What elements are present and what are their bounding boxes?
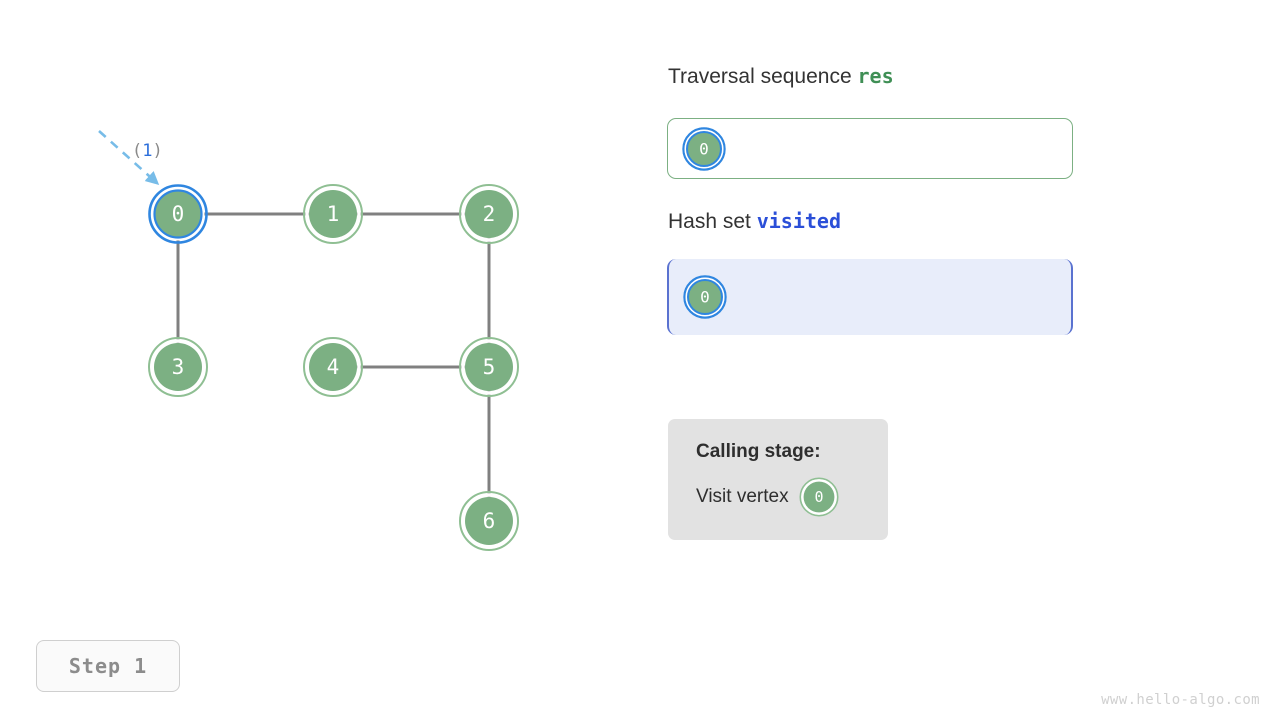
graph-node-1[interactable]: 1	[303, 184, 363, 244]
pointer-index-label: (1)	[132, 141, 163, 161]
graph-node-5-label: 5	[483, 355, 496, 379]
graph-canvas: (1) 0 1 2	[98, 130, 519, 551]
graph-node-4[interactable]: 4	[303, 337, 363, 397]
graph-node-6[interactable]: 6	[459, 491, 519, 551]
graph-node-5[interactable]: 5	[459, 337, 519, 397]
res-item-0-label: 0	[699, 139, 709, 158]
graph-node-4-label: 4	[327, 355, 340, 379]
res-title-prefix: Traversal sequence	[668, 65, 852, 88]
graph-node-2[interactable]: 2	[459, 184, 519, 244]
calling-stage-vertex-label: 0	[814, 488, 823, 506]
calling-stage-title: Calling stage:	[696, 441, 821, 462]
graph-node-3-label: 3	[172, 355, 185, 379]
visited-title-prefix: Hash set	[668, 210, 751, 233]
watermark: www.hello-algo.com	[1101, 692, 1260, 708]
visited-item-0[interactable]: 0	[683, 275, 727, 319]
graph-node-1-label: 1	[327, 202, 340, 226]
pointer-arrow-icon	[98, 130, 160, 186]
graph-node-0-label: 0	[172, 202, 185, 226]
pointer-index-number: 1	[142, 141, 152, 161]
graph-vertices: 0 1 2 3	[148, 184, 519, 551]
calling-stage-vertex-token: 0	[799, 477, 839, 517]
step-badge: Step 1	[36, 640, 180, 692]
res-container: 0	[667, 118, 1073, 179]
visited-section-title: Hash set visited	[668, 209, 841, 234]
res-item-0[interactable]: 0	[682, 126, 726, 171]
res-title-keyword: res	[857, 64, 894, 88]
graph-node-6-label: 6	[483, 509, 496, 533]
pointer-paren-open: (	[132, 141, 142, 161]
graph-node-0[interactable]: 0	[148, 184, 208, 244]
calling-stage-card: Calling stage: Visit vertex 0	[668, 419, 888, 540]
res-section-title: Traversal sequence res	[668, 64, 894, 89]
visited-title-keyword: visited	[756, 209, 842, 233]
visited-item-0-label: 0	[700, 288, 710, 307]
step-badge-label: Step 1	[68, 654, 148, 678]
graph-node-3[interactable]: 3	[148, 337, 208, 397]
graph-panel: (1) 0 1 2	[0, 0, 640, 620]
graph-node-2-label: 2	[483, 202, 496, 226]
calling-stage-action-label: Visit vertex	[696, 486, 789, 507]
right-panel: Traversal sequence res 0 Hash set visite…	[666, 0, 1266, 720]
pointer-paren-close: )	[153, 141, 163, 161]
calling-stage-action-row: Visit vertex 0	[696, 477, 888, 517]
visited-container: 0	[667, 259, 1073, 335]
